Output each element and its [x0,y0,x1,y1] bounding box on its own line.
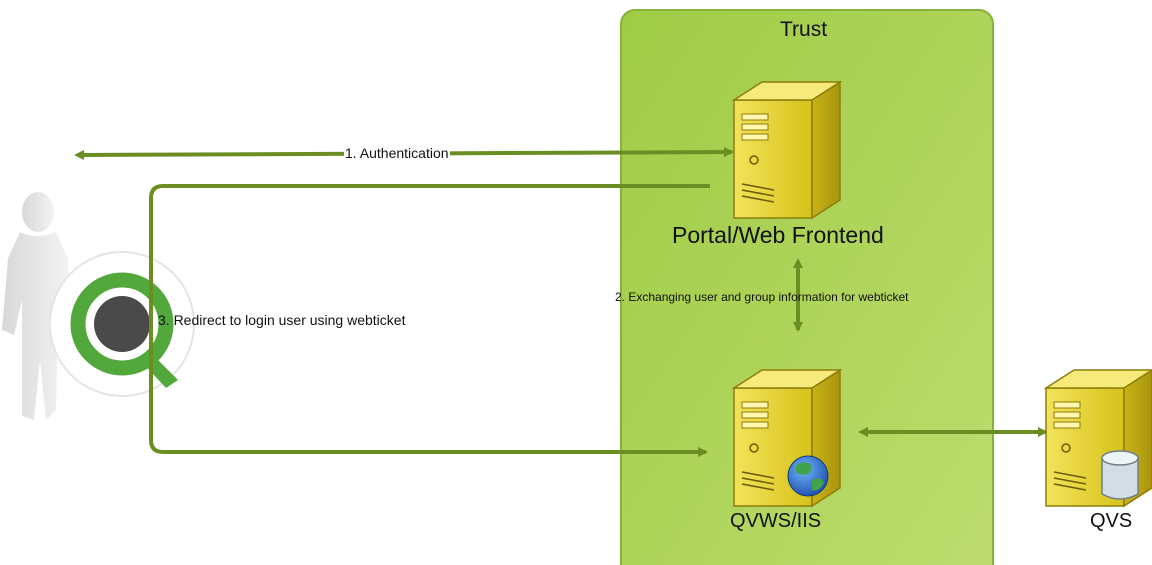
portal-server-icon [731,80,843,220]
exchange-edge-label: 2. Exchanging user and group information… [615,290,909,304]
redirect-arrow [149,184,710,457]
qlik-logo-icon [49,251,195,397]
portal-node-label: Portal/Web Frontend [672,222,884,248]
globe-icon [787,455,829,497]
qvs-node-label: QVS [1090,510,1133,532]
redirect-edge-label: 3. Redirect to login user using webticke… [158,312,406,328]
user-silhouette-icon [2,192,72,420]
authentication-edge-label: 1. Authentication [344,145,450,161]
trust-zone-title: Trust [780,18,828,41]
database-icon [1101,450,1139,500]
qvws-node-label: QVWS/IIS [730,510,822,532]
